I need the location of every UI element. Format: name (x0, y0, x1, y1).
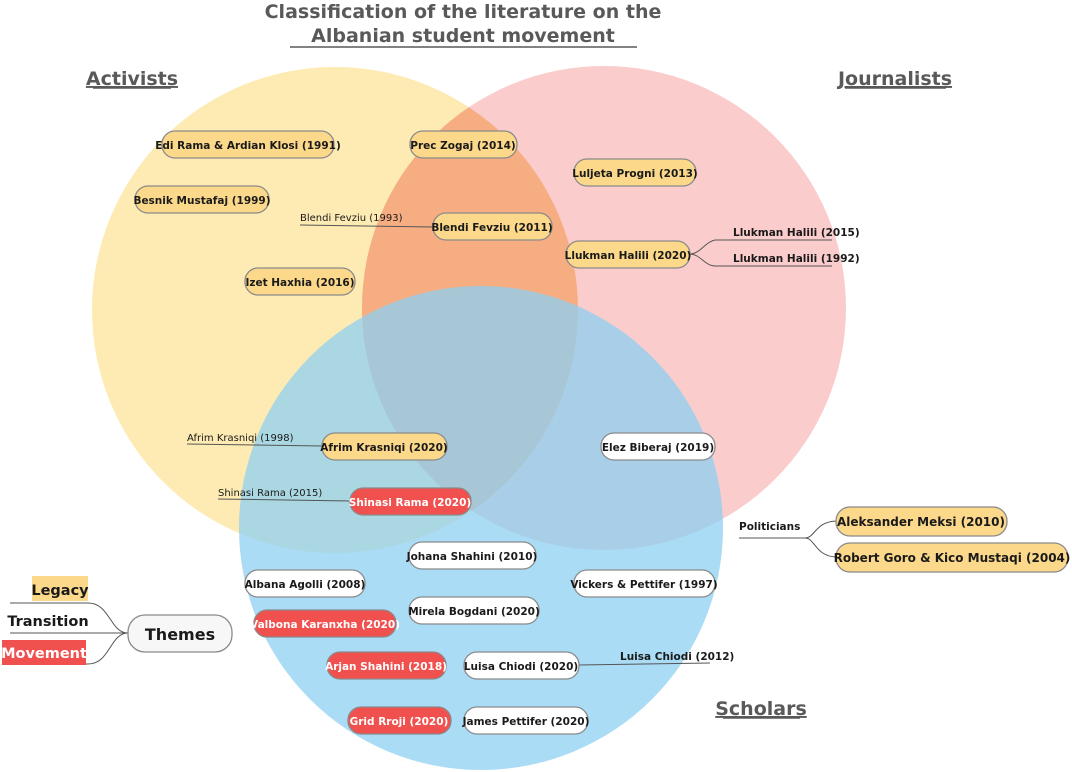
pill-shahini-j[interactable]: Johana Shahini (2010) (406, 541, 538, 570)
pill-karanxha[interactable]: Valbona Karanxha (2020) (250, 609, 400, 638)
chiodi-connector (578, 662, 711, 666)
svg-text:Llukman Halili (2020): Llukman Halili (2020) (565, 250, 692, 262)
title-line-2: Albanian student movement (311, 25, 615, 47)
themes-node[interactable]: Themes (127, 614, 233, 653)
pill-zogaj[interactable]: Prec Zogaj (2014) (409, 130, 518, 159)
themes-connector (10, 602, 129, 665)
svg-text:Mirela Bogdani (2020): Mirela Bogdani (2020) (408, 606, 540, 618)
svg-text:James Pettifer (2020): James Pettifer (2020) (462, 716, 590, 728)
politicians-label: Politicians (739, 521, 800, 533)
pill-haxhia[interactable]: Izet Haxhia (2016) (244, 267, 356, 296)
scholars-heading: Scholars (715, 698, 807, 720)
svg-text:Valbona Karanxha (2020): Valbona Karanxha (2020) (250, 619, 400, 631)
scholars-circle (239, 286, 723, 770)
movement-swatch (2, 640, 86, 665)
legacy-swatch (32, 576, 88, 601)
label-krasniqi-1998: Afrim Krasniqi (1998) (187, 433, 294, 444)
pill-halili-2020[interactable]: Llukman Halili (2020) (565, 240, 692, 269)
politicians-connector (739, 520, 837, 558)
svg-text:Robert Goro & Kico Mustaqi (20: Robert Goro & Kico Mustaqi (2004) (834, 551, 1071, 565)
pill-goro[interactable]: Robert Goro & Kico Mustaqi (2004) (834, 542, 1071, 573)
krasniqi-connector (186, 443, 323, 447)
legend-legacy: Legacy (31, 583, 89, 599)
legend-movement: Movement (1, 646, 87, 662)
svg-text:Prec Zogaj (2014): Prec Zogaj (2014) (410, 140, 515, 152)
pill-chiodi-2020[interactable]: Luisa Chiodi (2020) (463, 651, 580, 680)
legend-transition: Transition (7, 614, 88, 630)
svg-text:Besnik Mustafaj (1999): Besnik Mustafaj (1999) (133, 195, 270, 207)
svg-text:Shinasi Rama (2020): Shinasi Rama (2020) (349, 497, 471, 509)
label-chiodi-2012: Luisa Chiodi (2012) (620, 651, 734, 663)
svg-text:Albana Agolli (2008): Albana Agolli (2008) (245, 579, 366, 591)
fevziu-connector (299, 224, 434, 228)
svg-text:Vickers & Pettifer (1997): Vickers & Pettifer (1997) (570, 579, 717, 591)
activists-heading: Activists (86, 68, 178, 90)
svg-text:Luisa Chiodi (2020): Luisa Chiodi (2020) (464, 661, 578, 673)
svg-text:Themes: Themes (145, 625, 215, 644)
pill-meksi[interactable]: Aleksander Meksi (2010) (835, 506, 1008, 537)
pill-shinasi-2020[interactable]: Shinasi Rama (2020) (349, 487, 472, 516)
pill-bogdani[interactable]: Mirela Bogdani (2020) (408, 596, 540, 625)
pill-rama-klosi[interactable]: Edi Rama & Ardian Klosi (1991) (155, 130, 341, 159)
svg-text:Izet Haxhia (2016): Izet Haxhia (2016) (245, 277, 354, 289)
pill-krasniqi-2020[interactable]: Afrim Krasniqi (2020) (320, 432, 448, 461)
pill-mustafaj[interactable]: Besnik Mustafaj (1999) (133, 185, 271, 214)
journalists-heading: Journalists (836, 68, 952, 90)
pill-vickers[interactable]: Vickers & Pettifer (1997) (570, 569, 718, 598)
svg-text:Edi Rama & Ardian Klosi (1991): Edi Rama & Ardian Klosi (1991) (155, 140, 341, 152)
label-halili-1992: Llukman Halili (1992) (733, 253, 860, 265)
pill-rroji[interactable]: Grid Rroji (2020) (347, 706, 452, 735)
pill-shahini-a[interactable]: Arjan Shahini (2018) (325, 651, 447, 680)
title-line-1: Classification of the literature on the (265, 1, 662, 23)
svg-text:Grid Rroji (2020): Grid Rroji (2020) (350, 716, 449, 728)
svg-text:Elez Biberaj (2019): Elez Biberaj (2019) (602, 442, 714, 454)
svg-text:Blendi Fevziu (2011): Blendi Fevziu (2011) (431, 222, 552, 234)
svg-text:Johana Shahini (2010): Johana Shahini (2010) (406, 551, 538, 563)
svg-text:Afrim Krasniqi (2020): Afrim Krasniqi (2020) (320, 442, 447, 454)
label-shinasi-2015: Shinasi Rama (2015) (218, 488, 322, 499)
pill-fevziu-2011[interactable]: Blendi Fevziu (2011) (431, 212, 553, 241)
label-halili-2015: Llukman Halili (2015) (733, 227, 860, 239)
halili-connector (689, 239, 832, 267)
pill-agolli[interactable]: Albana Agolli (2008) (244, 569, 366, 598)
svg-text:Aleksander Meksi (2010): Aleksander Meksi (2010) (837, 515, 1005, 529)
pill-pettifer[interactable]: James Pettifer (2020) (462, 706, 590, 735)
label-fevziu-1993: Blendi Fevziu (1993) (300, 213, 403, 224)
pill-progni[interactable]: Luljeta Progni (2013) (572, 158, 698, 187)
svg-text:Arjan Shahini (2018): Arjan Shahini (2018) (325, 661, 447, 673)
svg-text:Luljeta Progni (2013): Luljeta Progni (2013) (572, 168, 697, 180)
shinasi-connector (217, 498, 351, 502)
pill-biberaj[interactable]: Elez Biberaj (2019) (600, 432, 716, 461)
